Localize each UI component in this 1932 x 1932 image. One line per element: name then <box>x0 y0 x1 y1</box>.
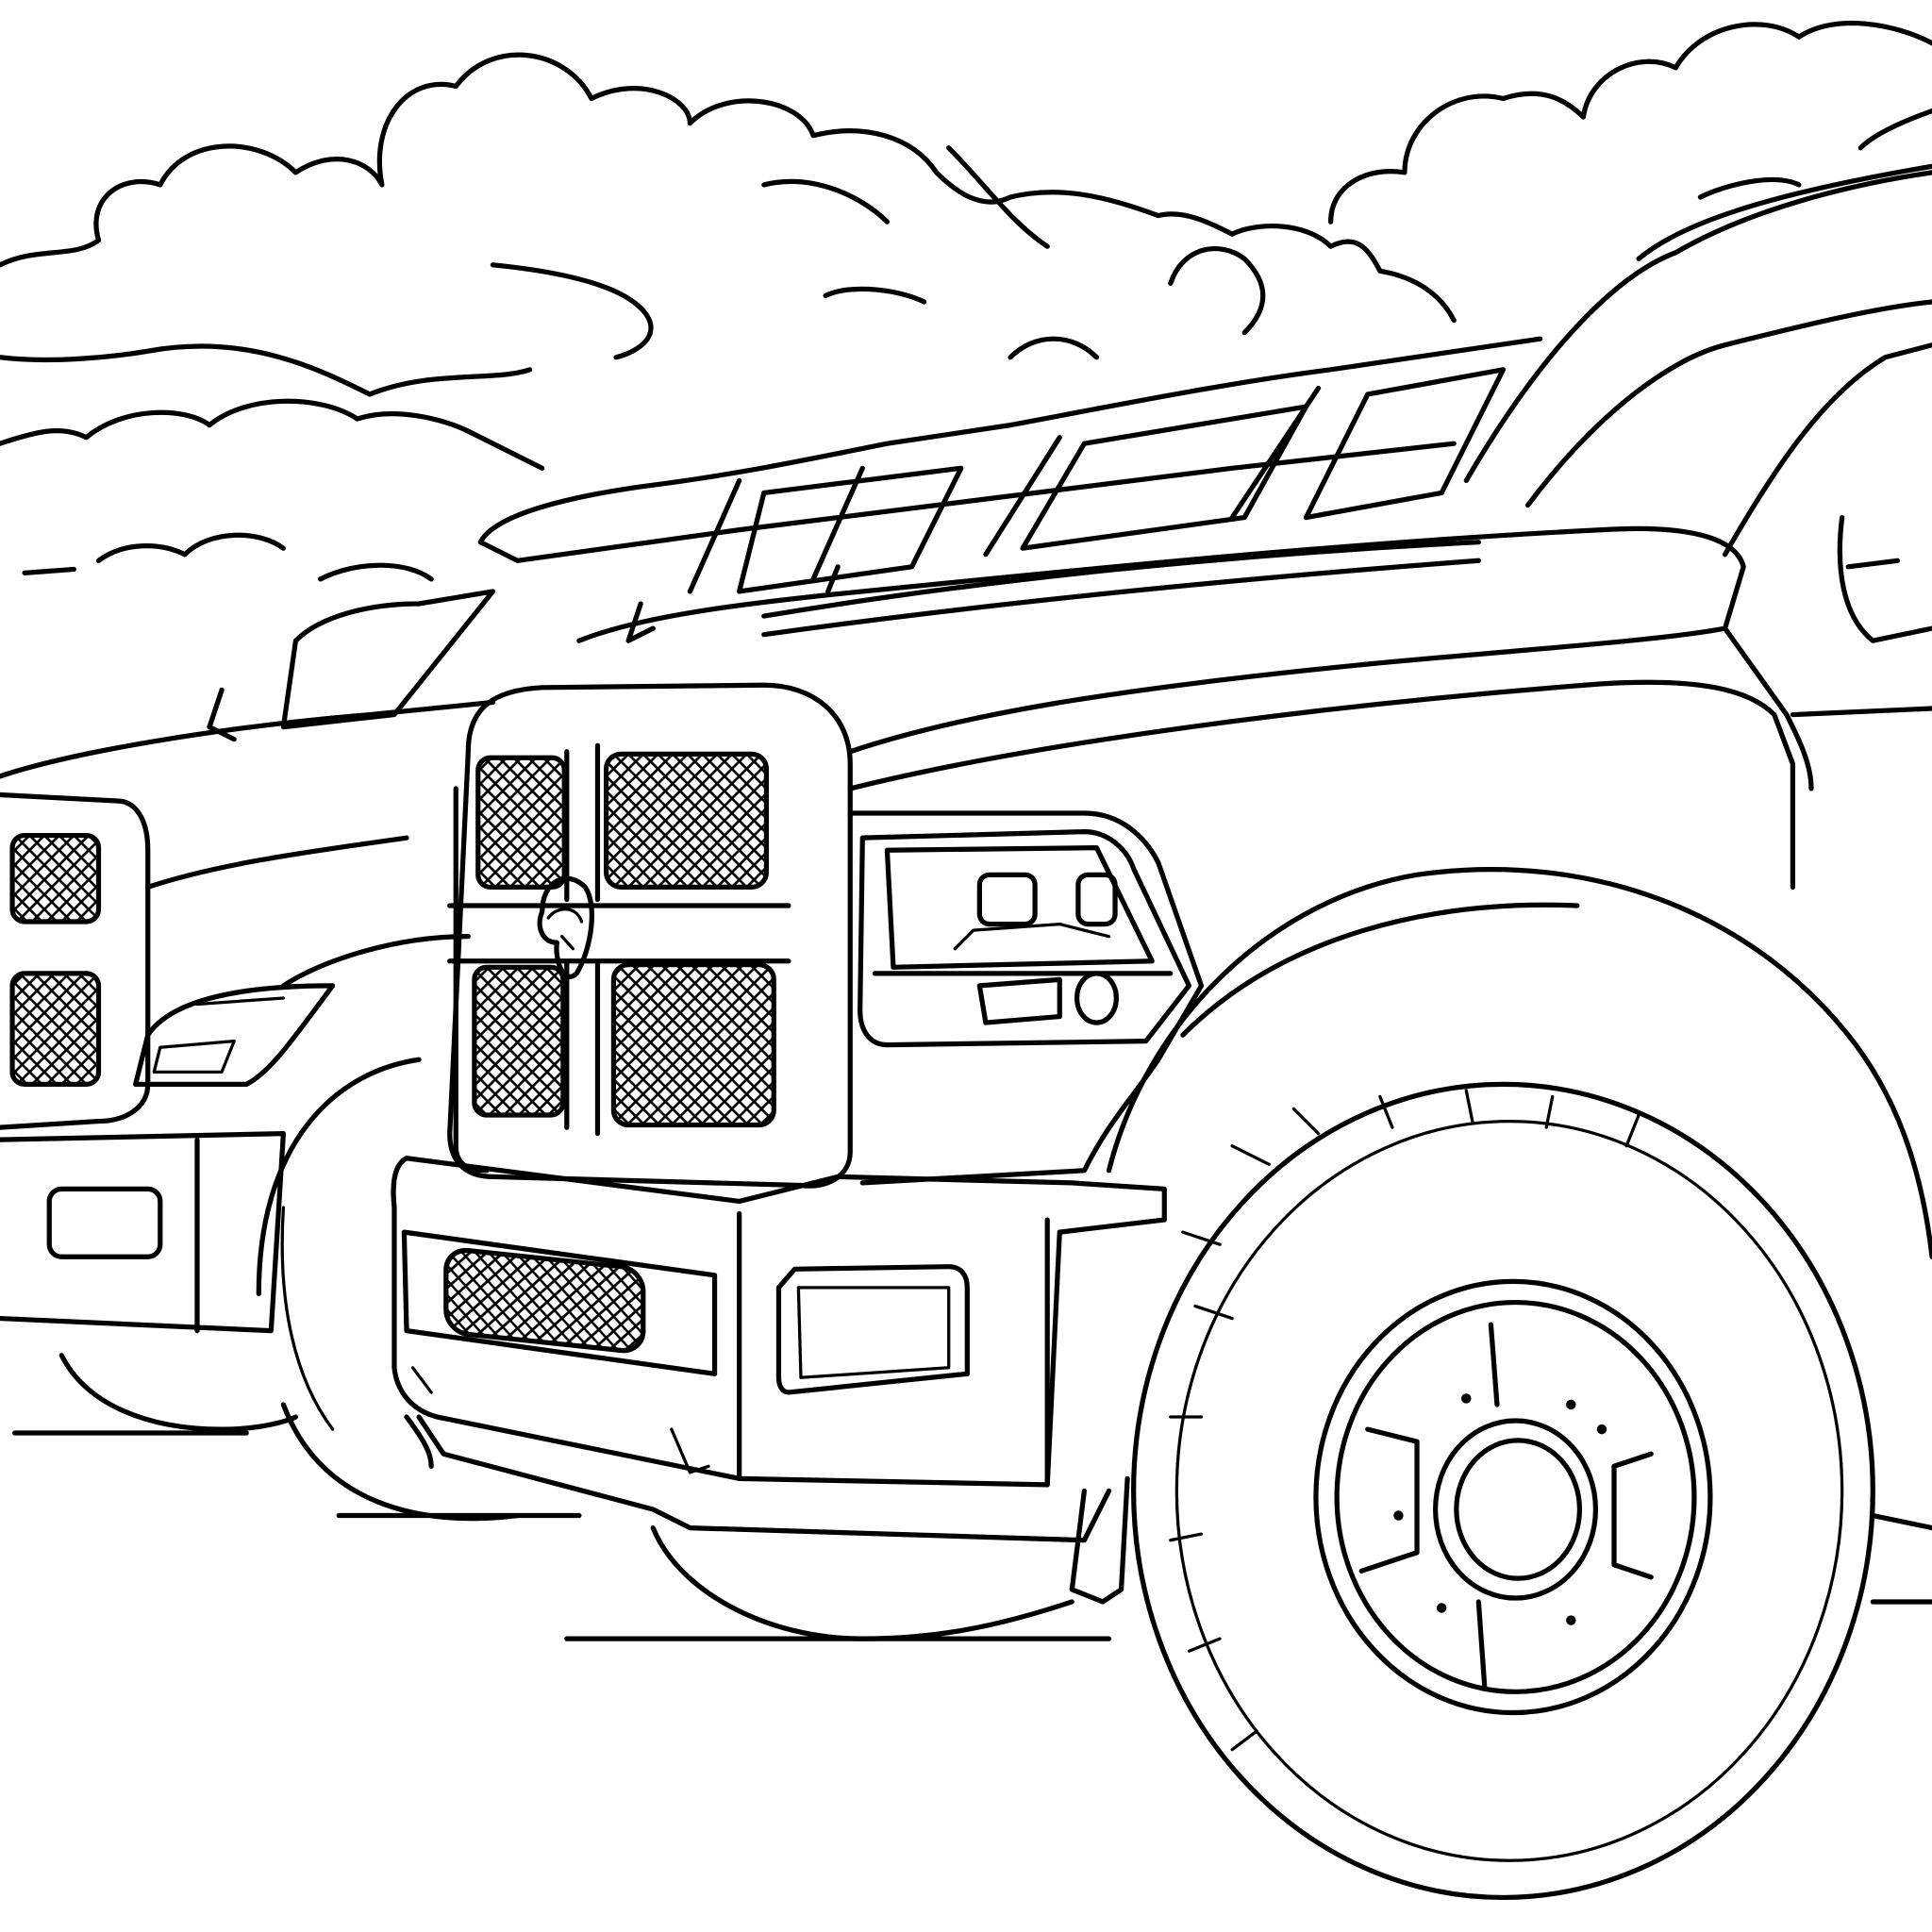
main-truck <box>391 525 1932 1901</box>
ram-emblem <box>537 875 594 979</box>
hub <box>1433 1418 1599 1601</box>
background-trucks <box>207 108 1932 742</box>
grille-mesh-upper-right <box>604 751 770 891</box>
ground-lines <box>12 1430 1112 1641</box>
clouds <box>0 20 1932 582</box>
rear-lower-tire <box>650 1524 1074 1641</box>
headlight <box>858 829 1192 1048</box>
left-truck-grille-upper <box>9 832 102 924</box>
left-truck <box>0 699 521 1522</box>
left-truck-wheel <box>58 1057 521 1522</box>
front-wheel <box>1131 1081 1875 1901</box>
tire-outer <box>1131 1081 1875 1901</box>
hood <box>847 679 1796 891</box>
left-truck-grille-lower <box>9 971 102 1087</box>
grille-mesh-lower-left <box>472 964 566 1118</box>
front-bumper <box>391 1156 1167 1543</box>
grille-frame <box>447 682 853 1189</box>
rim <box>1313 1278 1713 1716</box>
grille-mesh-lower-right <box>610 962 776 1128</box>
grille-mesh-upper-left <box>475 755 567 891</box>
fender-arch <box>1106 867 1932 1259</box>
